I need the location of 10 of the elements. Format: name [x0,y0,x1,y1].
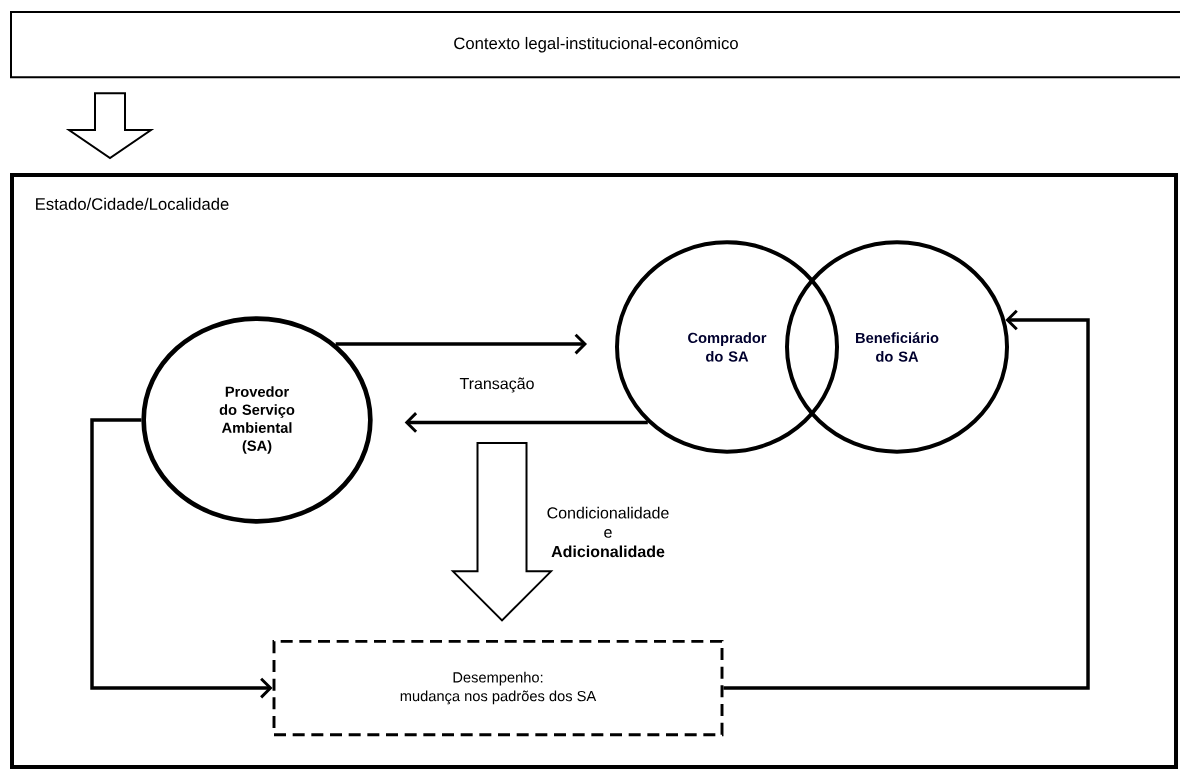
edge-label: Condicionalidade e Adicionalidade [544,505,672,559]
arrow [404,412,648,433]
block-arrow [65,92,155,160]
edge-label: Transação [458,376,536,394]
arrow [90,418,273,699]
arrow [723,309,1090,690]
block-arrow [450,442,554,622]
arrow [335,333,587,355]
context-box: Contexto legal-institucional-econômico [10,11,1180,79]
performance-box: Desempenho: mudança nos padrões dos SA [272,639,724,737]
